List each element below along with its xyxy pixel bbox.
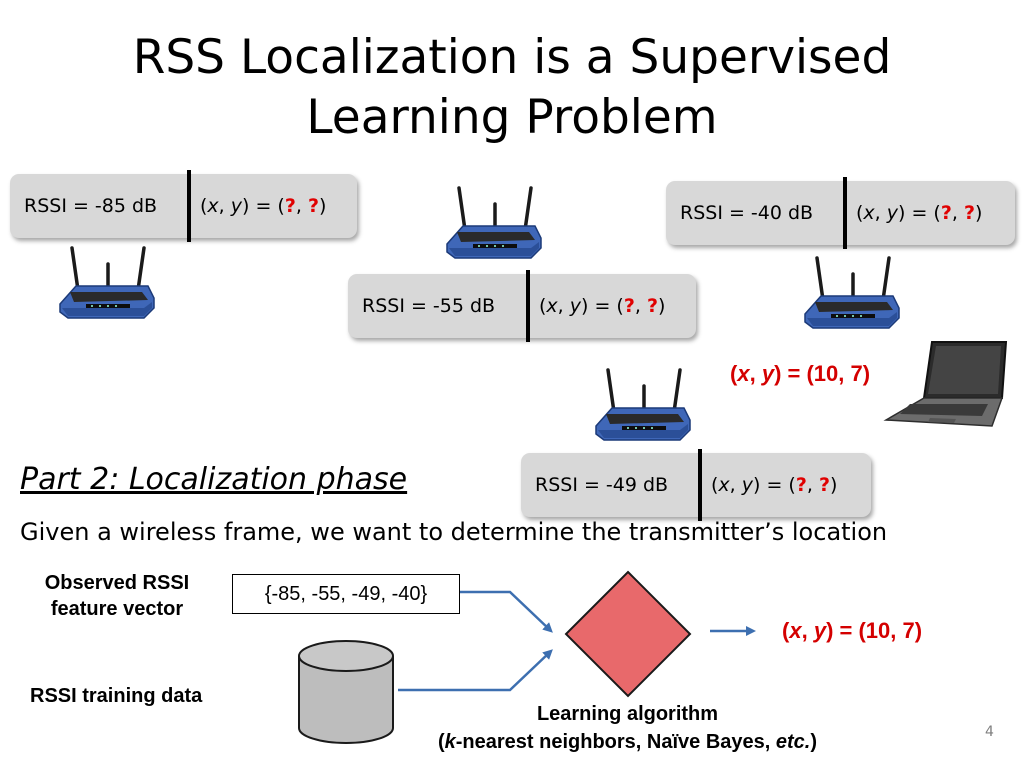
learning-algorithm-label: Learning algorithm (k-nearest neighbors,… — [437, 703, 818, 753]
coordinate-unknown: (x, y) = (?, ?) — [539, 295, 666, 317]
divider — [843, 177, 847, 249]
rssi-value: RSSI = -55 dB — [362, 295, 496, 317]
phase-heading: Part 2: Localization phase — [20, 462, 408, 497]
slide-title: RSS Localization is a Supervised Learnin… — [0, 28, 1024, 148]
wireless-router-icon — [801, 256, 901, 336]
wireless-router-icon — [592, 368, 692, 448]
rssi-box-ap1: RSSI = -85 dB (x, y) = (?, ?) — [10, 170, 357, 242]
wireless-router-icon — [443, 186, 543, 266]
coordinate-unknown: (x, y) = (?, ?) — [200, 195, 327, 217]
rssi-box-ap2: RSSI = -55 dB (x, y) = (?, ?) — [348, 270, 696, 342]
laptop-location: (x, y) = (10, 7) — [730, 361, 871, 386]
rssi-box-ap4: RSSI = -49 dB (x, y) = (?, ?) — [521, 449, 871, 521]
rssi-value: RSSI = -40 dB — [680, 202, 814, 224]
rssi-box-ap3: RSSI = -40 dB (x, y) = (?, ?) — [666, 177, 1015, 249]
laptop-icon — [883, 341, 1008, 427]
learning-diamond-icon — [564, 570, 692, 698]
divider — [187, 170, 191, 242]
coordinate-unknown: (x, y) = (?, ?) — [711, 474, 838, 496]
pipeline-arrows — [398, 570, 756, 698]
wireless-router-icon — [56, 246, 156, 326]
arrow-icon — [398, 649, 553, 692]
rssi-value: RSSI = -85 dB — [24, 195, 158, 217]
coordinate-unknown: (x, y) = (?, ?) — [856, 202, 983, 224]
feature-vector-box: {-85, -55, -49, -40} — [232, 574, 460, 614]
training-data-label: RSSI training data — [30, 685, 203, 707]
title-line-1: RSS Localization is a Supervised — [132, 30, 892, 85]
arrow-icon — [460, 590, 553, 633]
predicted-location: (x, y) = (10, 7) — [782, 618, 923, 643]
database-cylinder-icon — [298, 640, 394, 744]
observed-rssi-label: Observed RSSI feature vector — [44, 572, 190, 620]
divider — [698, 449, 702, 521]
divider — [526, 270, 530, 342]
phase-description: Given a wireless frame, we want to deter… — [20, 518, 888, 546]
page-number: 4 — [985, 724, 994, 740]
rssi-value: RSSI = -49 dB — [535, 474, 669, 496]
title-line-2: Learning Problem — [306, 90, 718, 145]
